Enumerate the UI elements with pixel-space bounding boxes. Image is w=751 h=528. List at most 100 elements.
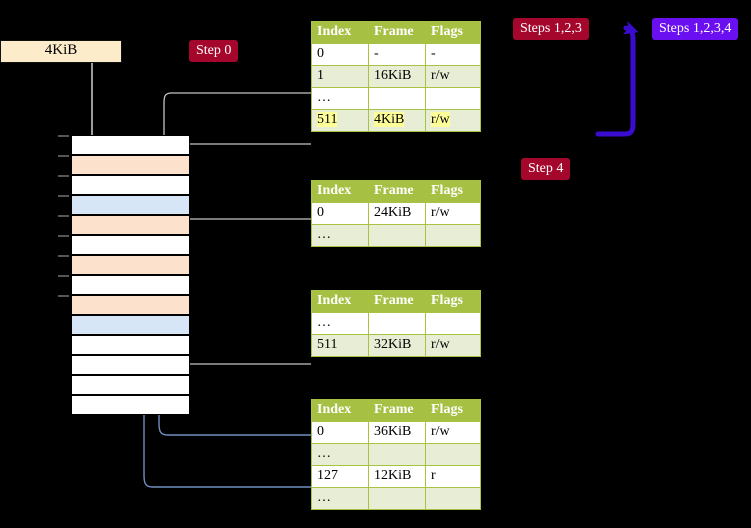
table-row: 511 4KiB r/w bbox=[311, 109, 481, 132]
wire-pdpt-row0 bbox=[169, 218, 311, 254]
cell-index: 127 bbox=[311, 465, 369, 488]
highlighted-value: 4KiB bbox=[374, 112, 405, 127]
badge-step-4-label: Step 4 bbox=[528, 161, 564, 176]
cell-flags bbox=[425, 487, 481, 510]
cell-index: … bbox=[311, 224, 369, 247]
cell-frame: 12KiB bbox=[368, 465, 426, 488]
table-row: … bbox=[311, 443, 481, 466]
memory-frame-row bbox=[71, 375, 190, 395]
cell-index: 0 bbox=[311, 202, 369, 225]
cell-flags: r/w bbox=[425, 202, 481, 225]
badge-steps-123-label: Steps 1,2,3 bbox=[520, 21, 582, 36]
cell-index: 0 bbox=[311, 43, 369, 66]
memory-frame-row bbox=[71, 275, 190, 295]
memory-frame-row bbox=[71, 295, 190, 315]
cell-index: 511 bbox=[311, 109, 369, 132]
column-header-frame: Frame bbox=[368, 21, 426, 44]
cell-frame: 16KiB bbox=[368, 65, 426, 88]
memory-row-tick bbox=[58, 235, 69, 237]
highlighted-value: r/w bbox=[431, 112, 450, 127]
cell-frame: 32KiB bbox=[368, 334, 426, 357]
memory-row-tick bbox=[58, 255, 69, 257]
cell-index: … bbox=[311, 443, 369, 466]
cell-index: … bbox=[311, 487, 369, 510]
column-header-flags: Flags bbox=[425, 21, 481, 44]
table-header-row: Index Frame Flags bbox=[311, 180, 481, 203]
cell-index: 1 bbox=[311, 65, 369, 88]
table-row: … bbox=[311, 487, 481, 510]
memory-frame-row bbox=[71, 215, 190, 235]
cell-frame: 4KiB bbox=[368, 109, 426, 132]
cell-index: … bbox=[311, 87, 369, 110]
cell-flags: r/w bbox=[425, 421, 481, 444]
violet-loop-arrow bbox=[595, 21, 639, 137]
column-header-flags: Flags bbox=[425, 180, 481, 203]
column-header-index: Index bbox=[311, 399, 369, 422]
badge-steps-1234: Steps 1,2,3,4 bbox=[652, 18, 739, 40]
table-header-row: Index Frame Flags bbox=[311, 21, 481, 44]
column-header-index: Index bbox=[311, 21, 369, 44]
memory-frame-row bbox=[71, 155, 190, 175]
memory-frame-row bbox=[71, 135, 190, 155]
table-header-row: Index Frame Flags bbox=[311, 399, 481, 422]
highlighted-value: 511 bbox=[317, 112, 338, 127]
cell-frame bbox=[368, 224, 426, 247]
column-header-flags: Flags bbox=[425, 399, 481, 422]
column-header-flags: Flags bbox=[425, 290, 481, 313]
memory-row-tick bbox=[58, 295, 69, 297]
memory-frame-row bbox=[71, 315, 190, 335]
cell-flags: - bbox=[425, 43, 481, 66]
cell-flags bbox=[425, 312, 481, 335]
badge-steps-1234-label: Steps 1,2,3,4 bbox=[659, 21, 732, 36]
cell-flags bbox=[425, 87, 481, 110]
cell-index: 0 bbox=[311, 421, 369, 444]
column-header-index: Index bbox=[311, 180, 369, 203]
cell-index: … bbox=[311, 312, 369, 335]
memory-row-tick bbox=[58, 195, 69, 197]
memory-frame-row bbox=[71, 235, 190, 255]
cell-frame bbox=[368, 312, 426, 335]
cell-flags: r/w bbox=[425, 109, 481, 132]
cell-frame bbox=[368, 443, 426, 466]
cell-frame: 36KiB bbox=[368, 421, 426, 444]
memory-size-label: 4KiB bbox=[0, 40, 122, 63]
cell-flags: r/w bbox=[425, 334, 481, 357]
column-header-index: Index bbox=[311, 290, 369, 313]
badge-step-4: Step 4 bbox=[521, 158, 571, 180]
column-header-frame: Frame bbox=[368, 399, 426, 422]
memory-size-text: 4KiB bbox=[44, 42, 78, 58]
memory-frame-row bbox=[71, 355, 190, 375]
cell-frame: - bbox=[368, 43, 426, 66]
physical-memory-column bbox=[58, 135, 190, 415]
table-header-row: Index Frame Flags bbox=[311, 290, 481, 313]
cell-flags: r bbox=[425, 465, 481, 488]
badge-step-0-label: Step 0 bbox=[196, 43, 232, 58]
memory-row-tick bbox=[58, 135, 69, 137]
memory-row-tick bbox=[58, 215, 69, 217]
cell-frame: 24KiB bbox=[368, 202, 426, 225]
memory-frame-row bbox=[71, 195, 190, 215]
memory-frame-row bbox=[71, 335, 190, 355]
table-row: … bbox=[311, 312, 481, 335]
memory-row-tick bbox=[58, 155, 69, 157]
memory-frame-row bbox=[71, 395, 190, 415]
memory-row-tick bbox=[58, 275, 69, 277]
column-header-frame: Frame bbox=[368, 290, 426, 313]
cell-flags bbox=[425, 443, 481, 466]
cell-frame bbox=[368, 87, 426, 110]
memory-row-tick bbox=[58, 175, 69, 177]
cell-flags bbox=[425, 224, 481, 247]
cell-index: 511 bbox=[311, 334, 369, 357]
